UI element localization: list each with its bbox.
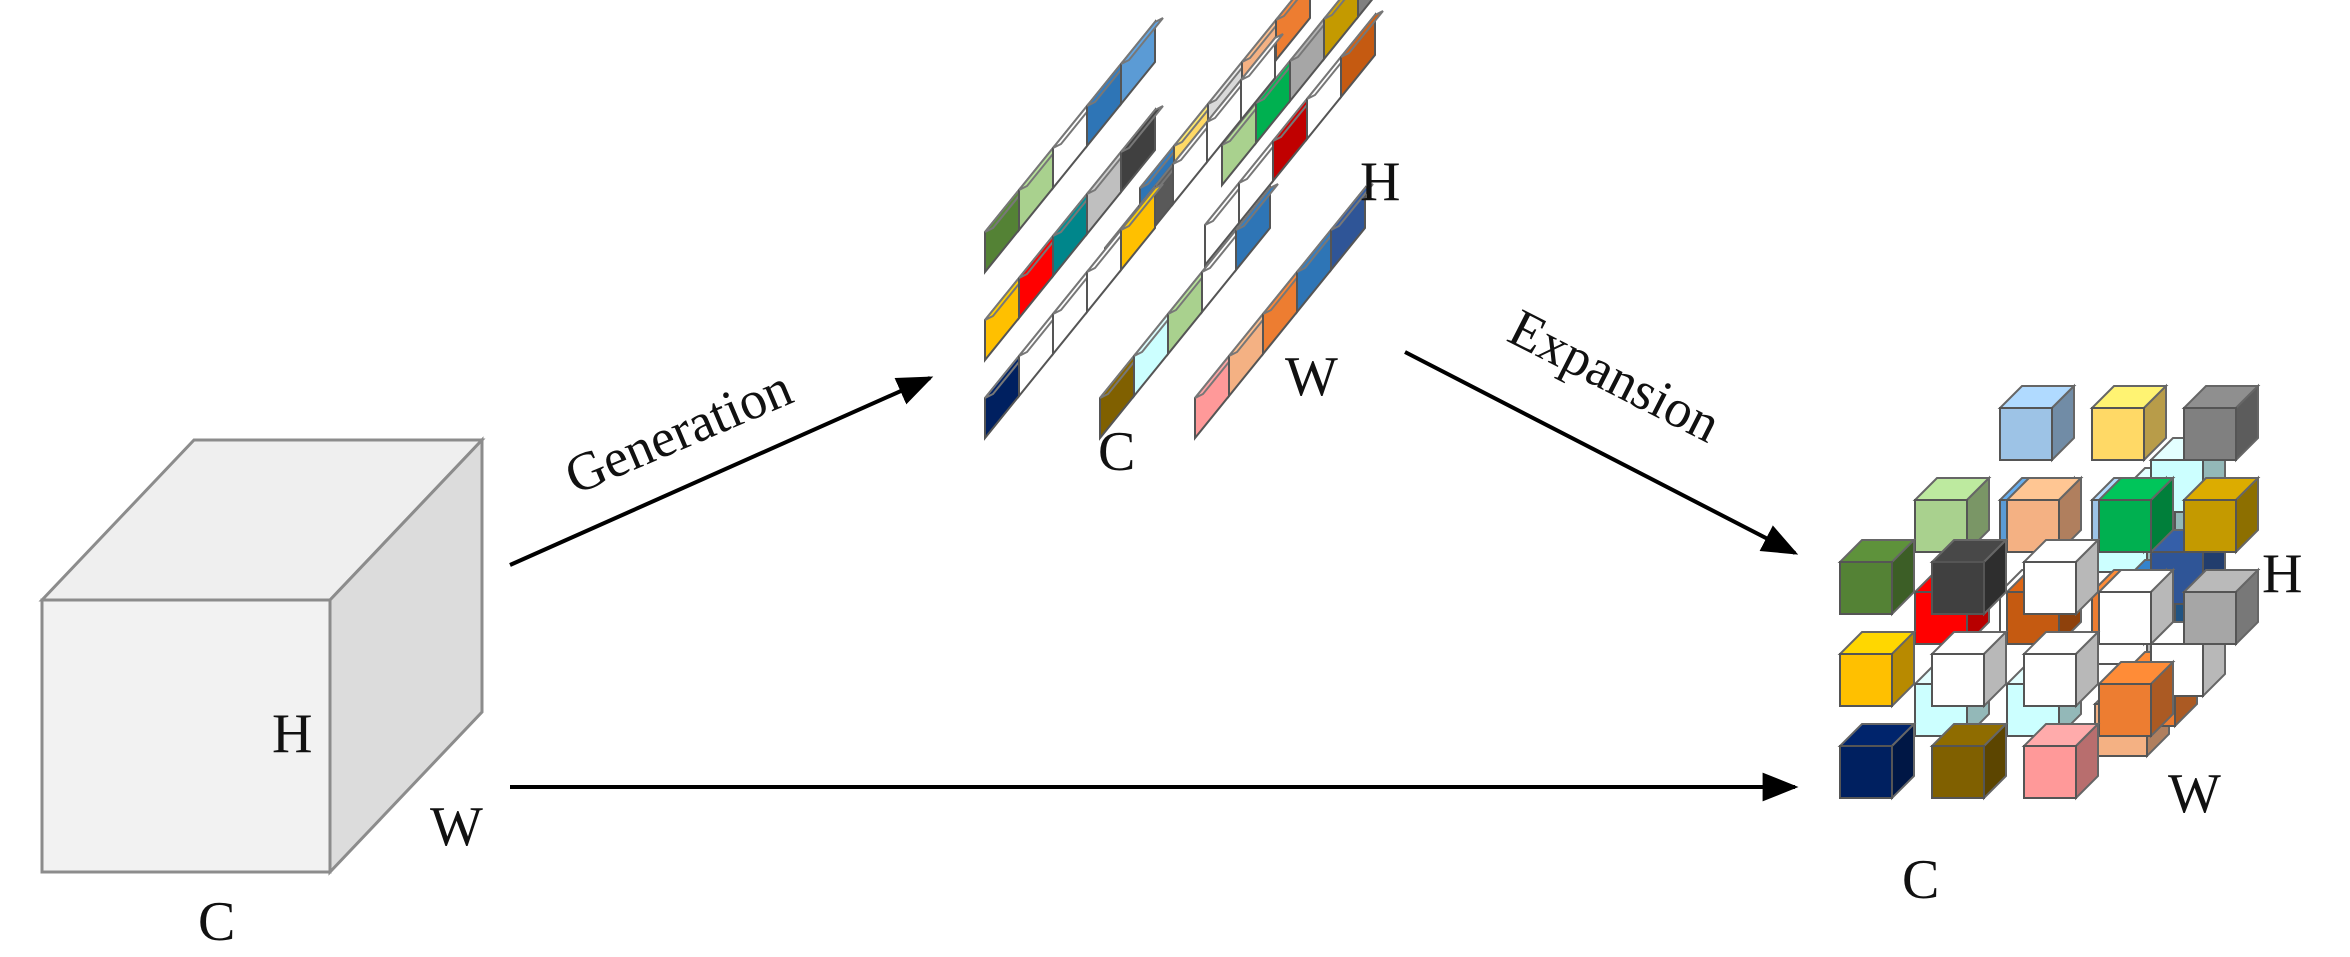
strips-c-label: C (1098, 421, 1135, 483)
small-cube (2021, 537, 2101, 617)
small-cube (1929, 629, 2009, 709)
small-cube-front (1839, 561, 1893, 615)
generation-arrow (509, 376, 934, 567)
small-cube-front (2183, 407, 2237, 461)
small-cube-front (2098, 499, 2152, 553)
small-cube-front (2023, 561, 2077, 615)
strip-cell-bevel (1120, 183, 1164, 231)
small-cube-front (1931, 653, 1985, 707)
small-cube (2096, 475, 2176, 555)
small-cube-front (2023, 653, 2077, 707)
small-cube (2096, 659, 2176, 739)
small-cube (1837, 721, 1917, 801)
input-cube (38, 436, 486, 876)
generation-label: Generation (556, 357, 800, 506)
expansion-arrow (1404, 350, 1799, 555)
output-cube-c-label: C (1902, 849, 1939, 911)
output-cube (1837, 383, 2261, 801)
small-cube (2181, 475, 2261, 555)
expansion-label: Expansion (1500, 297, 1730, 454)
small-cube-front (1839, 653, 1893, 707)
small-cube-front (1931, 745, 1985, 799)
strip-cell-bevel (1340, 10, 1384, 58)
small-cube-front (1839, 745, 1893, 799)
input-cube-h-label: H (272, 703, 312, 765)
small-cube (2096, 567, 2176, 647)
strip-cell-bevel (1323, 0, 1346, 20)
small-cube (2089, 383, 2169, 463)
small-cube-front (2098, 683, 2152, 737)
small-cube (2021, 721, 2101, 801)
small-cube (2181, 383, 2261, 463)
output-cube-h-label: H (2262, 543, 2302, 605)
strips-h-label: H (1360, 151, 1400, 213)
input-cube-front-face (40, 598, 332, 874)
small-cube (1997, 383, 2077, 463)
small-cube-front (2183, 591, 2237, 645)
strip-cell-bevel (1235, 183, 1279, 231)
strip-cell-bevel (1240, 33, 1284, 81)
small-cube-front (2098, 591, 2152, 645)
strip-cell-bevel (1330, 183, 1374, 231)
small-cube-front (1999, 407, 2053, 461)
channel-strips (984, 0, 1384, 441)
small-cube-front (2091, 407, 2145, 461)
strip-cell-bevel (1120, 105, 1164, 153)
small-cube (2181, 567, 2261, 647)
strip-cell-bevel (1275, 0, 1299, 21)
small-cube (2021, 629, 2101, 709)
strip-cell-bevel (1120, 17, 1164, 65)
small-cube-front (2023, 745, 2077, 799)
output-cube-w-label: W (2168, 763, 2221, 825)
small-cube (1837, 537, 1917, 617)
small-cube-front (2183, 499, 2237, 553)
input-cube-c-label: C (198, 891, 235, 953)
small-cube (1912, 475, 1992, 555)
small-cube (1837, 629, 1917, 709)
small-cube (1929, 721, 2009, 801)
strip-cell (1357, 0, 1374, 20)
small-cube-front (1931, 561, 1985, 615)
small-cube (1929, 537, 2009, 617)
strips-w-label: W (1285, 346, 1338, 408)
input-cube-w-label: W (430, 796, 483, 858)
